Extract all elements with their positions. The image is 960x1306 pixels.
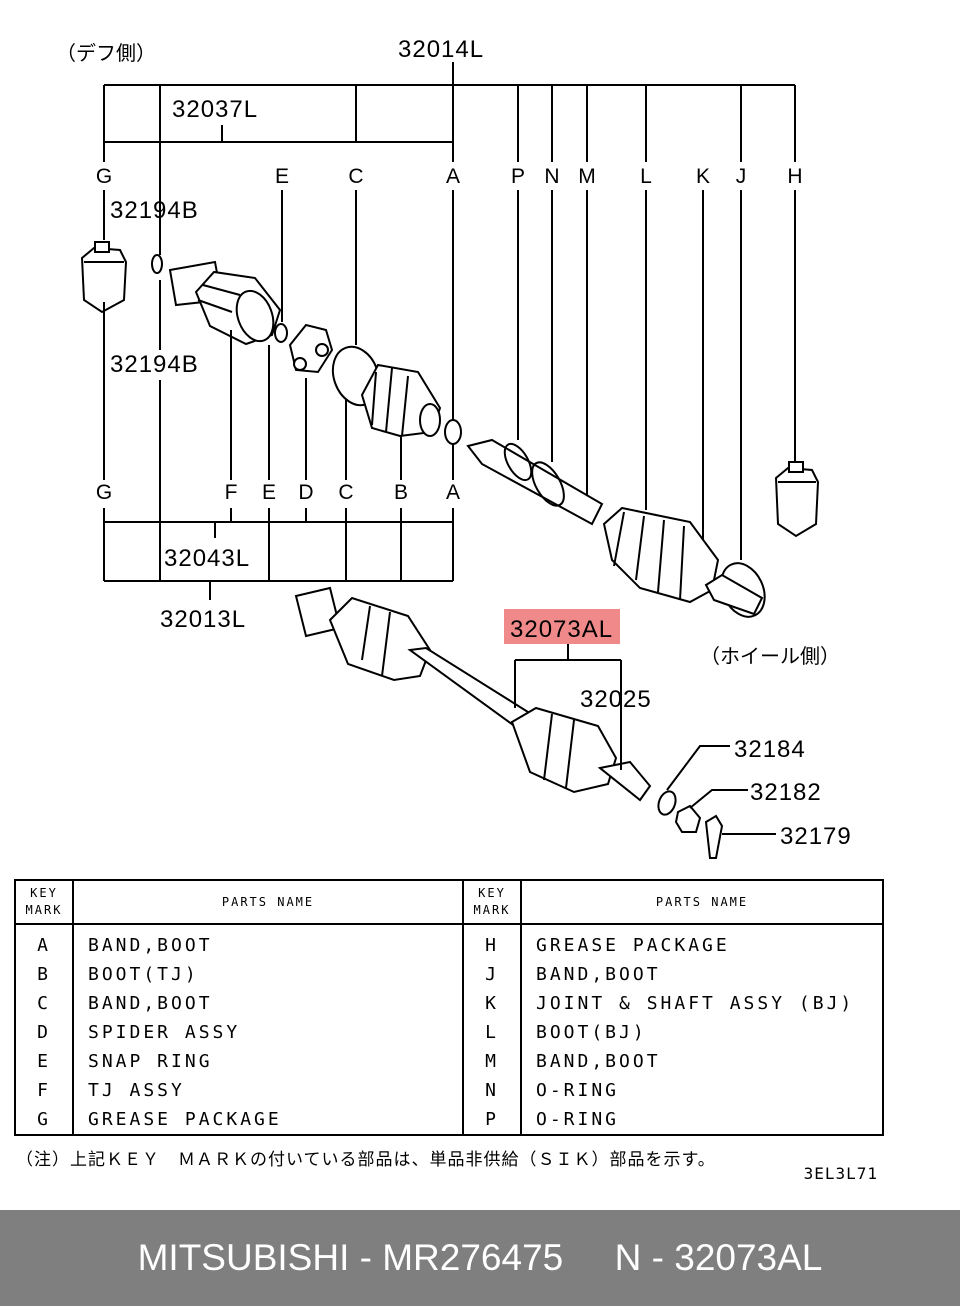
key-cell: L xyxy=(462,1018,521,1047)
table-row: E SNAP RING M BAND,BOOT xyxy=(15,1047,883,1076)
key-top-a: A xyxy=(446,165,460,188)
key-cell: M xyxy=(462,1047,521,1076)
name-cell: JOINT & SHAFT ASSY (BJ) xyxy=(520,989,883,1018)
header-key-mark-right: KEY MARK xyxy=(462,880,521,925)
top-callout-lines xyxy=(103,62,796,560)
header-key-word: KEY xyxy=(478,886,506,900)
key-top-m: M xyxy=(578,165,596,188)
key-cell: P xyxy=(462,1105,521,1135)
bottom-callout-lines xyxy=(103,280,776,835)
key-bottom-d: D xyxy=(298,481,313,504)
header-mark-word: MARK xyxy=(25,903,63,917)
key-top-c: C xyxy=(348,165,363,188)
label-32182: 32182 xyxy=(750,779,822,806)
label-32194B-bottom: 32194B xyxy=(110,351,199,378)
key-bottom-a: A xyxy=(446,481,460,504)
key-top-p: P xyxy=(511,165,525,188)
name-cell: SNAP RING xyxy=(72,1047,463,1076)
boot-bj-icon xyxy=(602,506,720,604)
key-cell: C xyxy=(37,993,51,1014)
key-bottom-c: C xyxy=(338,481,353,504)
key-bottom-g: G xyxy=(96,481,112,504)
footer-bar: MITSUBISHI - MR276475 N - 32073AL xyxy=(0,1210,960,1306)
header-mark-word: MARK xyxy=(473,903,511,917)
table-row: A BAND,BOOT H GREASE PACKAGE xyxy=(15,924,883,960)
name-cell: TJ ASSY xyxy=(72,1076,463,1105)
table-row: F TJ ASSY N O-RING xyxy=(15,1076,883,1105)
footer-caption: MITSUBISHI - MR276475 N - 32073AL xyxy=(137,1237,823,1278)
key-top-e: E xyxy=(275,165,289,188)
drawing-code: 3EL3L71 xyxy=(803,1164,878,1183)
header-key-word: KEY xyxy=(30,886,58,900)
assembled-shaft-icon xyxy=(294,586,652,802)
key-cell: H xyxy=(462,924,521,960)
label-32025: 32025 xyxy=(580,686,652,713)
footnote: （注）上記ＫＥＹ ＭＡＲＫの付いている部品は、単品非供給（ＳＩＫ）部品を示す。 xyxy=(16,1150,716,1170)
diff-side-label: （デフ側） xyxy=(56,41,156,65)
drive-shaft-icon xyxy=(466,438,604,526)
name-cell: BAND,BOOT xyxy=(520,1047,883,1076)
key-cell: B xyxy=(37,964,51,985)
name-cell: BAND,BOOT xyxy=(520,960,883,989)
key-top-g: G xyxy=(96,165,112,188)
key-top-n: N xyxy=(544,165,559,188)
name-cell: BAND,BOOT xyxy=(72,924,463,960)
spider-assy-icon xyxy=(288,323,334,374)
key-top-h: H xyxy=(787,165,802,188)
label-32184: 32184 xyxy=(734,736,806,763)
name-cell: O-RING xyxy=(520,1076,883,1105)
key-cell: D xyxy=(37,1022,51,1043)
label-32013L: 32013L xyxy=(160,606,246,633)
key-bottom-e: E xyxy=(262,481,276,504)
highlight-box xyxy=(504,609,620,644)
tj-assy-icon xyxy=(168,260,282,346)
exploded-parts xyxy=(80,241,820,859)
bottom-key-letters: G F E D C B A xyxy=(96,481,460,504)
label-32194B-top: 32194B xyxy=(110,197,199,224)
label-32037L: 32037L xyxy=(172,96,258,123)
label-32179: 32179 xyxy=(780,823,852,850)
key-top-k: K xyxy=(696,165,710,188)
name-cell: O-RING xyxy=(520,1105,883,1135)
key-top-l: L xyxy=(640,165,652,188)
table-header-row: KEY MARK PARTS NAME KEY MARK PARTS NAME xyxy=(15,880,883,925)
name-cell: BOOT(TJ) xyxy=(72,960,463,989)
parts-table: KEY MARK PARTS NAME KEY MARK PARTS NAME A … xyxy=(14,879,884,1136)
key-top-j: J xyxy=(736,165,747,188)
header-key-mark-left: KEY MARK xyxy=(15,880,73,925)
key-cell: J xyxy=(462,960,521,989)
name-cell: GREASE PACKAGE xyxy=(520,924,883,960)
label-32043L: 32043L xyxy=(164,545,250,572)
name-cell: BOOT(BJ) xyxy=(520,1018,883,1047)
grease-package-right-icon xyxy=(774,461,820,538)
parts-diagram: （デフ側） （ホイール側） 32014L 32037L 32194B 32194… xyxy=(56,36,852,859)
label-32014L: 32014L xyxy=(398,36,484,63)
key-cell: K xyxy=(462,989,521,1018)
key-bottom-b: B xyxy=(394,481,408,504)
table-row: B BOOT(TJ) J BAND,BOOT xyxy=(15,960,883,989)
boot-tj-icon xyxy=(360,363,442,438)
key-cell: E xyxy=(37,1051,51,1072)
top-key-letters: G E C A P N M L K J H xyxy=(96,165,803,188)
name-cell: SPIDER ASSY xyxy=(72,1018,463,1047)
key-bottom-f: F xyxy=(225,481,238,504)
key-cell: N xyxy=(462,1076,521,1105)
key-cell: G xyxy=(37,1109,51,1130)
grease-package-left-icon xyxy=(80,241,128,314)
key-cell: A xyxy=(37,935,51,956)
key-cell: F xyxy=(37,1080,51,1101)
wheel-side-label: （ホイール側） xyxy=(700,644,840,668)
header-parts-name-left: PARTS NAME xyxy=(72,880,463,925)
name-cell: BAND,BOOT xyxy=(72,989,463,1018)
label-32073AL: 32073AL xyxy=(510,616,613,643)
header-parts-name-right: PARTS NAME xyxy=(520,880,883,925)
name-cell: GREASE PACKAGE xyxy=(72,1105,463,1135)
table-row: C BAND,BOOT K JOINT & SHAFT ASSY (BJ) xyxy=(15,989,883,1018)
table-row: D SPIDER ASSY L BOOT(BJ) xyxy=(15,1018,883,1047)
table-row: G GREASE PACKAGE P O-RING xyxy=(15,1105,883,1135)
